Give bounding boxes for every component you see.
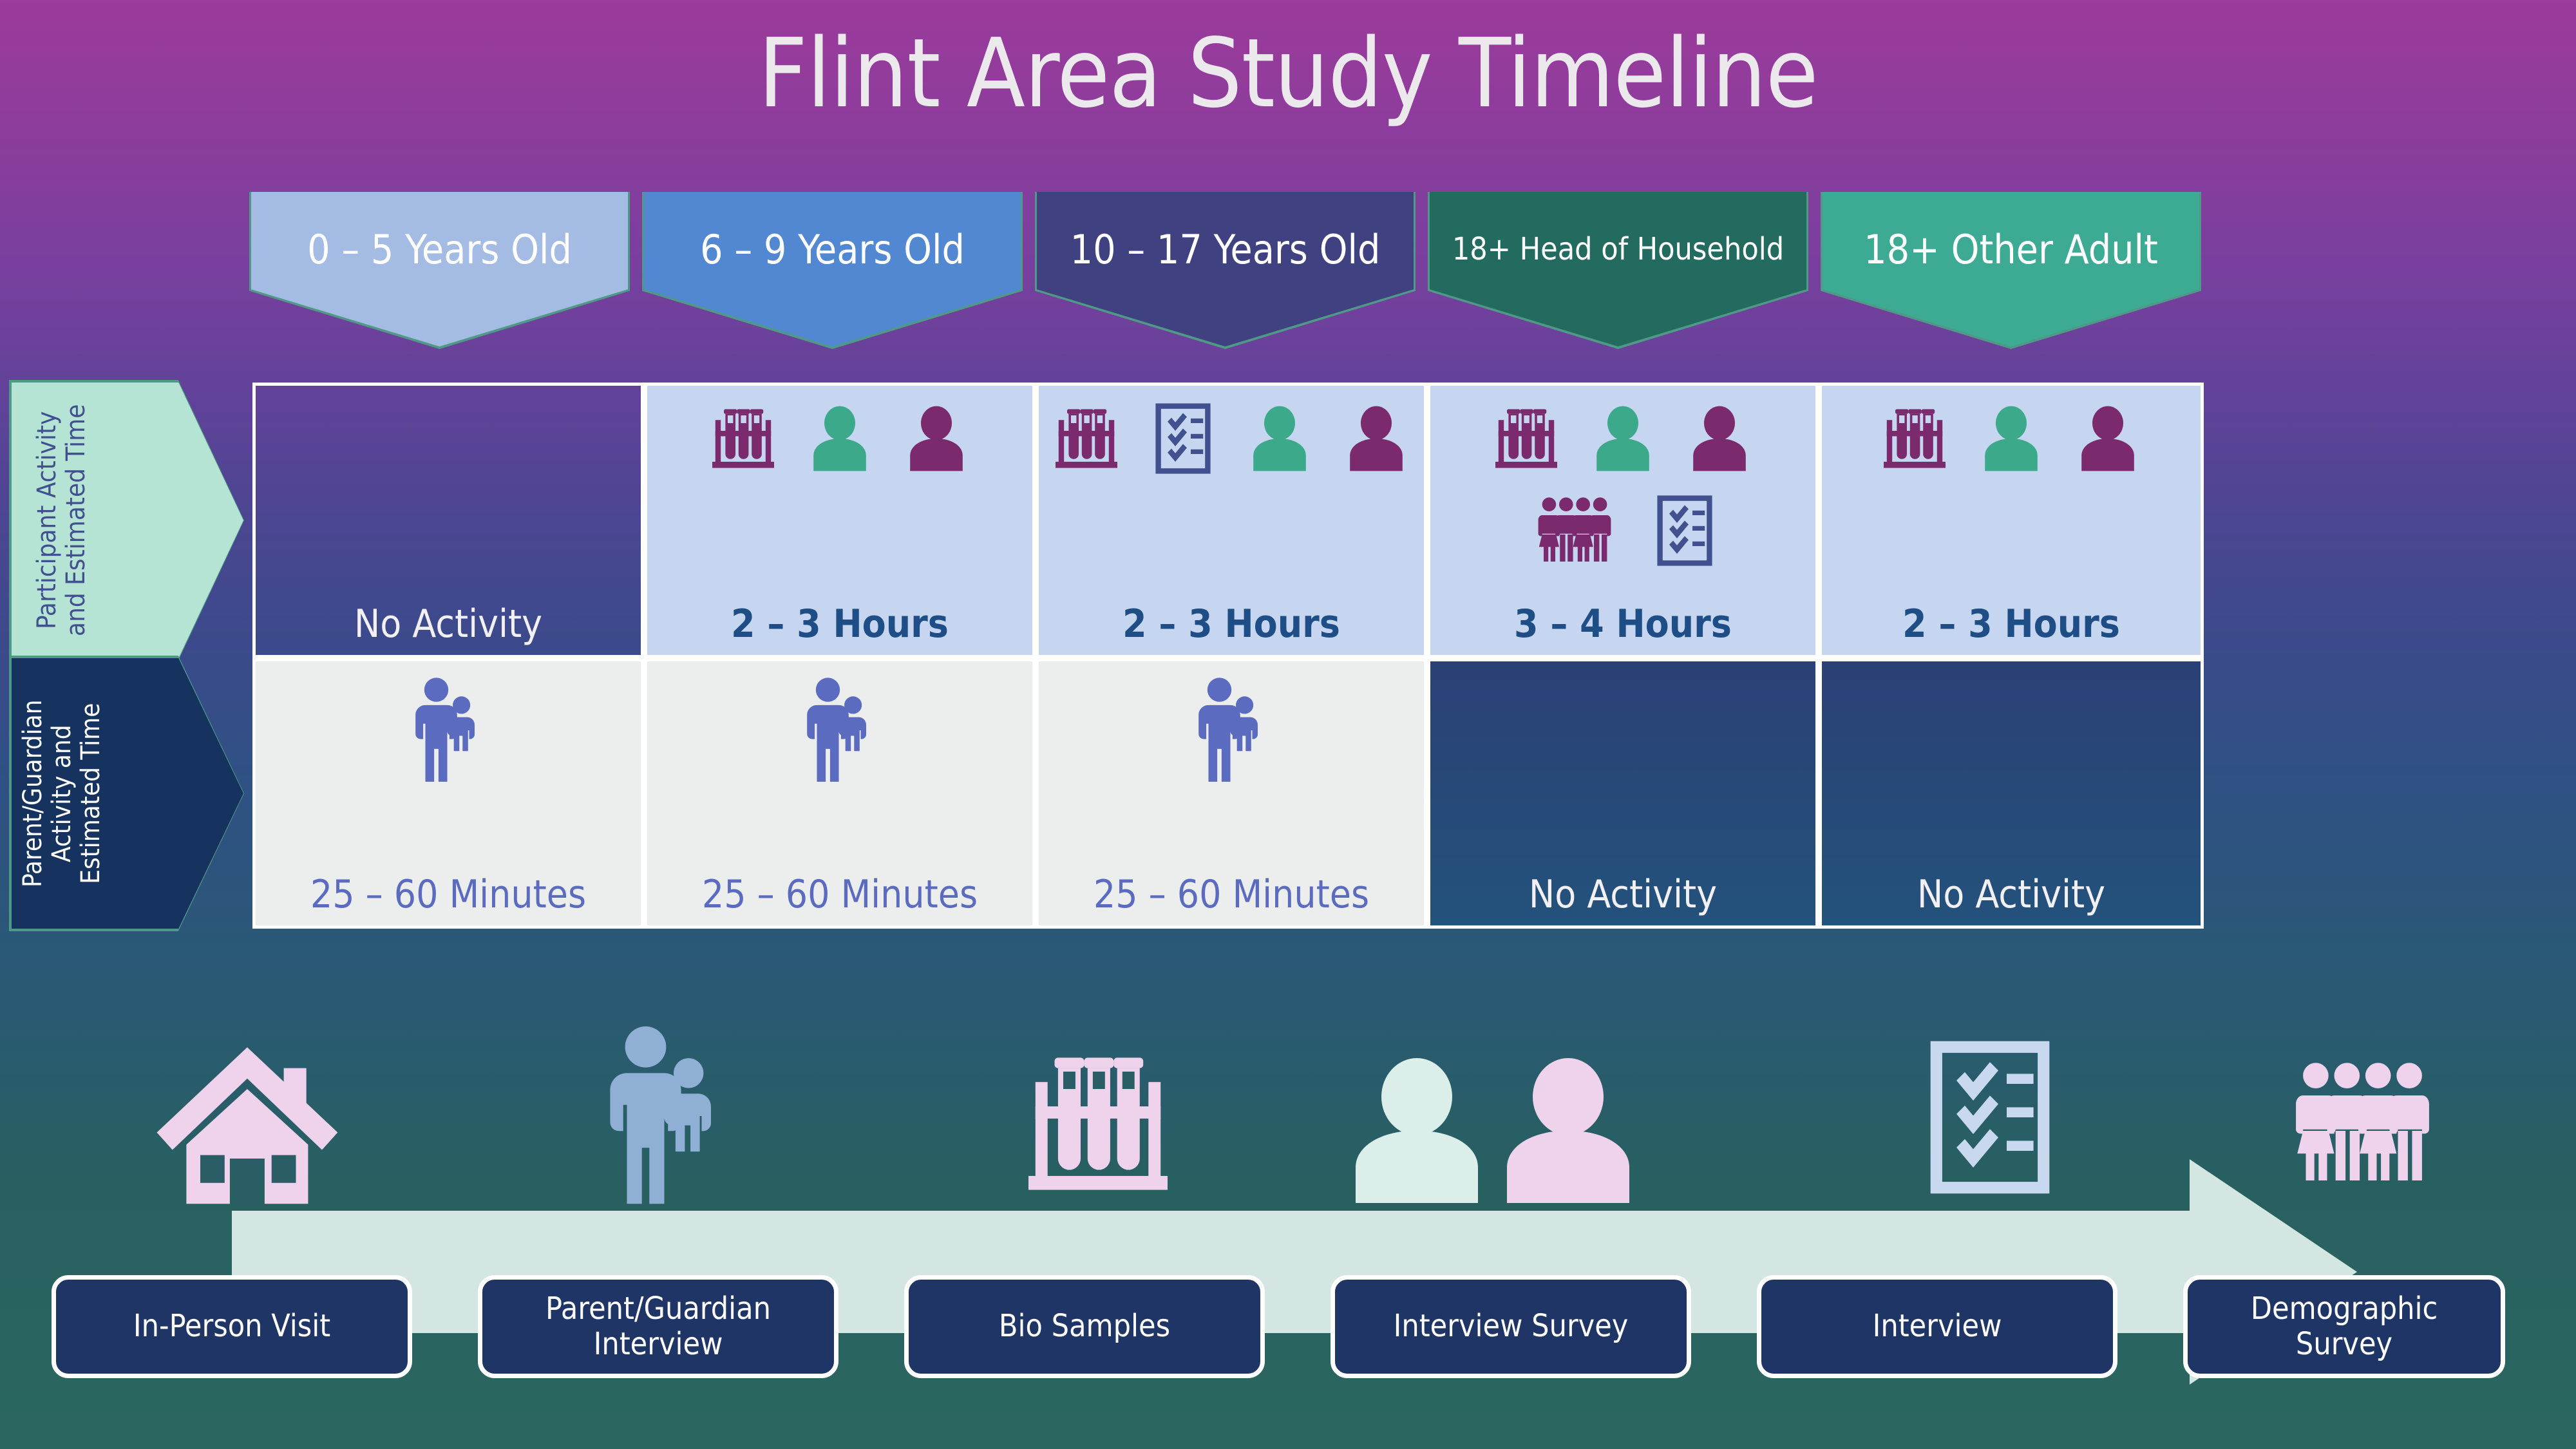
grid-cell-r1-c4[interactable]: No Activity bbox=[1819, 658, 2204, 929]
cell-duration-label: 3 – 4 Hours bbox=[1514, 601, 1732, 647]
cell-duration-label: 25 – 60 Minutes bbox=[701, 872, 978, 917]
timeline-step-label: Interview bbox=[1872, 1308, 2002, 1345]
row-label-text: Parent/Guardian Activity and Estimated T… bbox=[17, 699, 106, 887]
person-purple-icon bbox=[1681, 400, 1758, 480]
age-banner-label: 0 – 5 Years Old bbox=[307, 225, 572, 273]
row-label-0: Participant Activity and Estimated Time bbox=[12, 383, 243, 658]
activity-grid: No Activity 2 – 3 Hours bbox=[252, 383, 2204, 929]
cell-icon-group bbox=[647, 661, 1032, 875]
grid-cell-r1-c2[interactable]: 25 – 60 Minutes bbox=[1036, 658, 1427, 929]
grid-cell-r0-c1[interactable]: 2 – 3 Hours bbox=[644, 383, 1036, 658]
cell-duration-label: 2 – 3 Hours bbox=[731, 601, 949, 647]
timeline-step-label: Demographic Survey bbox=[2250, 1290, 2438, 1362]
person-purple-icon bbox=[2069, 400, 2146, 480]
person-purple-icon bbox=[1338, 400, 1415, 480]
person-green-icon bbox=[801, 400, 878, 480]
person-purple-icon bbox=[898, 400, 975, 480]
cell-duration-label: 25 – 60 Minutes bbox=[1093, 872, 1370, 917]
cell-duration-label: 25 – 60 Minutes bbox=[310, 872, 587, 917]
timeline-step-label: Bio Samples bbox=[998, 1308, 1171, 1345]
timeline-icon-2 bbox=[1011, 1037, 1185, 1214]
timeline-step-2[interactable]: Bio Samples bbox=[904, 1275, 1265, 1378]
cell-duration-label: 2 – 3 Hours bbox=[1122, 601, 1340, 647]
grid-cell-r0-c4[interactable]: 2 – 3 Hours bbox=[1819, 383, 2204, 658]
test-tube-rack-icon bbox=[1048, 400, 1125, 480]
grid-row-1: 25 – 60 Minutes 25 – 60 Minutes 25 – 60 … bbox=[252, 658, 2204, 929]
cell-icon-group bbox=[256, 661, 641, 875]
grid-cell-r1-c0[interactable]: 25 – 60 Minutes bbox=[252, 658, 644, 929]
timeline-step-label: Parent/Guardian Interview bbox=[545, 1290, 771, 1362]
cell-duration-label: No Activity bbox=[354, 601, 543, 647]
page-title: Flint Area Study Timeline bbox=[758, 18, 1818, 129]
cell-duration-label: No Activity bbox=[1917, 872, 2106, 917]
timeline-icon-5 bbox=[2267, 1053, 2458, 1198]
clipboard-checklist-icon bbox=[1646, 492, 1723, 573]
timeline-strip: In-Person Visit Parent/Guardian Interview… bbox=[0, 966, 2576, 1449]
cell-icon-group bbox=[1430, 386, 1815, 605]
parent-with-child-icon bbox=[599, 1023, 734, 1213]
age-banner-1[interactable]: 6 – 9 Years Old bbox=[644, 192, 1021, 346]
clipboard-checklist-icon bbox=[1144, 400, 1222, 480]
parent-with-child-icon bbox=[1192, 676, 1271, 788]
row-label-text: Participant Activity and Estimated Time bbox=[32, 404, 91, 637]
person-green-icon bbox=[1241, 400, 1318, 480]
grid-cell-r0-c3[interactable]: 3 – 4 Hours bbox=[1427, 383, 1819, 658]
test-tube-rack-icon bbox=[705, 400, 782, 480]
age-group-banner-row: 0 – 5 Years Old 6 – 9 Years Old 10 – 17 Ye… bbox=[0, 192, 2576, 359]
two-people-icon bbox=[1340, 1048, 1645, 1213]
cell-icon-group bbox=[1039, 386, 1424, 605]
timeline-icon-4 bbox=[1906, 1034, 2074, 1204]
cell-icon-group bbox=[647, 386, 1032, 605]
timeline-step-1[interactable]: Parent/Guardian Interview bbox=[478, 1275, 838, 1378]
grid-cell-r0-c0[interactable]: No Activity bbox=[252, 383, 644, 658]
grid-cell-r1-c1[interactable]: 25 – 60 Minutes bbox=[644, 658, 1036, 929]
age-banner-label: 10 – 17 Years Old bbox=[1070, 225, 1381, 273]
age-banner-label: 18+ Other Adult bbox=[1864, 225, 2158, 273]
test-tube-rack-icon bbox=[1876, 400, 1953, 480]
group-of-four-icon bbox=[1522, 492, 1627, 573]
cell-icon-group bbox=[256, 386, 641, 605]
cell-icon-group bbox=[1822, 661, 2201, 875]
timeline-step-label: Interview Survey bbox=[1393, 1308, 1629, 1345]
person-green-icon bbox=[1973, 400, 2050, 480]
cell-icon-group bbox=[1039, 661, 1424, 875]
grid-cell-r1-c3[interactable]: No Activity bbox=[1427, 658, 1819, 929]
row-label-1: Parent/Guardian Activity and Estimated T… bbox=[12, 658, 243, 929]
age-banner-4[interactable]: 18+ Other Adult bbox=[1823, 192, 2199, 346]
timeline-icon-3 bbox=[1340, 1048, 1645, 1213]
age-banner-3[interactable]: 18+ Head of Household bbox=[1430, 192, 1806, 346]
timeline-step-3[interactable]: Interview Survey bbox=[1331, 1275, 1691, 1378]
group-of-four-icon bbox=[2267, 1053, 2458, 1198]
grid-row-0: No Activity 2 – 3 Hours bbox=[252, 383, 2204, 658]
person-green-icon bbox=[1584, 400, 1662, 480]
cell-duration-label: No Activity bbox=[1528, 872, 1718, 917]
age-banner-label: 6 – 9 Years Old bbox=[700, 225, 965, 273]
timeline-step-4[interactable]: Interview bbox=[1757, 1275, 2117, 1378]
age-banner-2[interactable]: 10 – 17 Years Old bbox=[1037, 192, 1414, 346]
test-tube-rack-icon bbox=[1011, 1037, 1185, 1214]
cell-icon-group bbox=[1822, 386, 2201, 605]
age-banner-0[interactable]: 0 – 5 Years Old bbox=[251, 192, 628, 346]
timeline-step-0[interactable]: In-Person Visit bbox=[52, 1275, 412, 1378]
cell-duration-label: 2 – 3 Hours bbox=[1902, 601, 2120, 647]
timeline-step-5[interactable]: Demographic Survey bbox=[2183, 1275, 2505, 1378]
parent-with-child-icon bbox=[409, 676, 488, 788]
parent-with-child-icon bbox=[800, 676, 879, 788]
grid-cell-r0-c2[interactable]: 2 – 3 Hours bbox=[1036, 383, 1427, 658]
timeline-step-label: In-Person Visit bbox=[133, 1308, 331, 1345]
timeline-icon-1 bbox=[599, 1023, 734, 1213]
age-banner-label: 18+ Head of Household bbox=[1452, 231, 1785, 267]
house-icon bbox=[148, 1037, 348, 1214]
cell-icon-group bbox=[1430, 661, 1815, 875]
test-tube-rack-icon bbox=[1488, 400, 1565, 480]
clipboard-checklist-icon bbox=[1906, 1034, 2074, 1204]
timeline-icon-0 bbox=[148, 1037, 348, 1214]
